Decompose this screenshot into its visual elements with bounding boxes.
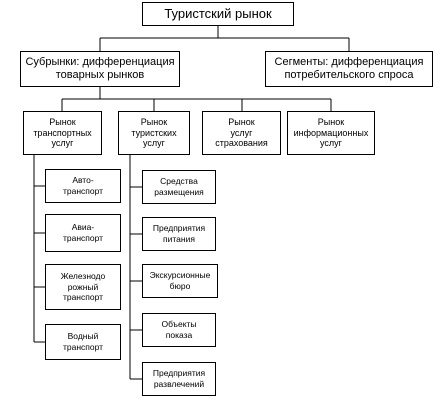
catering-node: Предприятия питания — [142, 217, 216, 251]
accommodation-node: Средства размещения — [142, 170, 216, 204]
root-node: Туристский рынок — [142, 2, 294, 26]
water-transport-node: Водный транспорт — [45, 324, 121, 360]
info-market-node: Рынок информационных услуг — [287, 111, 375, 155]
submarkets-node: Субрынки: дифференциация товарных рынков — [20, 51, 180, 87]
transport-market-node: Рынок транспортных услуг — [23, 111, 102, 155]
entertainment-node: Предприятия развлечений — [142, 362, 216, 396]
rail-transport-node: Железнодо рожный транспорт — [45, 264, 121, 310]
auto-transport-node: Авто- транспорт — [45, 169, 121, 203]
air-transport-node: Авиа- транспорт — [45, 214, 121, 252]
showplaces-node: Объекты показа — [142, 313, 216, 347]
tourist-market-node: Рынок туристских услуг — [118, 111, 190, 155]
insurance-market-node: Рынок услуг страхования — [202, 111, 281, 155]
excursion-bureau-node: Экскурсионные бюро — [142, 264, 218, 298]
segments-node: Сегменты: дифференциация потребительског… — [265, 51, 433, 87]
